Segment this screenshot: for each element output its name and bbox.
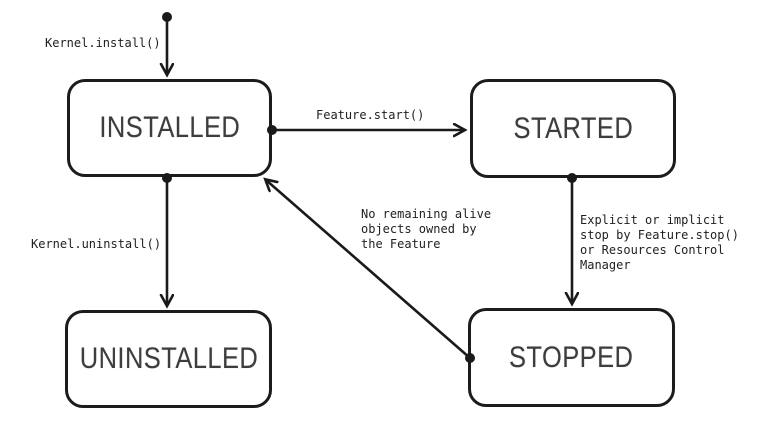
state-started-label: STARTED xyxy=(513,111,633,145)
transition-label-no-remaining-objects: No remaining alive objects owned by the … xyxy=(361,207,492,251)
transition-arrow-installed-to-started xyxy=(267,125,464,135)
state-uninstalled: UNINSTALLED xyxy=(65,310,272,408)
transition-label-explicit-stop: Explicit or implicit stop by Feature.sto… xyxy=(580,213,739,272)
transition-label-kernel-install: Kernel.install() xyxy=(45,36,161,50)
initial-state-dot xyxy=(162,12,172,22)
state-stopped-label: STOPPED xyxy=(509,340,634,374)
state-installed: INSTALLED xyxy=(67,79,272,177)
state-stopped: STOPPED xyxy=(468,308,675,407)
transition-arrow-started-to-stopped xyxy=(567,173,577,303)
transition-label-feature-start: Feature.start() xyxy=(316,108,425,122)
state-installed-label: INSTALLED xyxy=(99,111,240,144)
transition-arrow-installed-to-uninstalled xyxy=(162,173,172,305)
state-started: STARTED xyxy=(470,79,676,178)
transition-arrow-initial-to-installed xyxy=(162,12,172,74)
state-uninstalled-label: UNINSTALLED xyxy=(79,342,258,375)
transition-label-kernel-uninstall: Kernel.uninstall() xyxy=(31,237,162,251)
